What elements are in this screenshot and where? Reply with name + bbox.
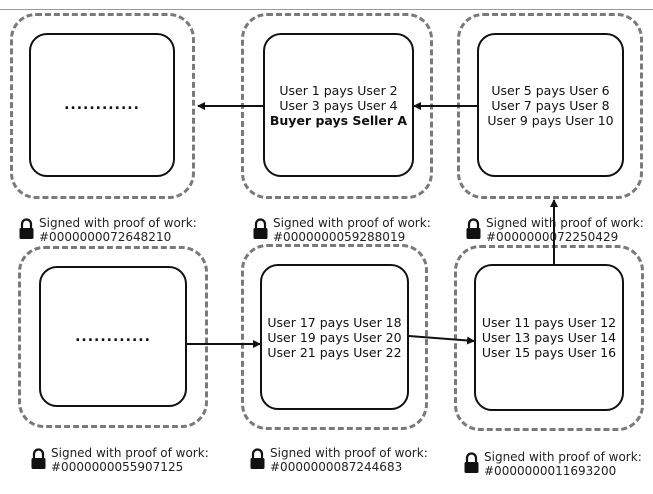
signature-5-label: Signed with proof of work: (270, 446, 428, 460)
padlock-icon (31, 448, 46, 469)
signature-1-label: Signed with proof of work: (39, 216, 197, 230)
block-4-ellipsis: ............ (75, 328, 151, 345)
block-frame-4 (18, 246, 208, 428)
padlock-icon (253, 218, 268, 239)
block-4: ............ (39, 266, 187, 407)
signature-3-label: Signed with proof of work: (486, 216, 644, 230)
block-5-line-1: User 17 pays User 18 (267, 314, 402, 330)
block-2-line-1: User 1 pays User 2 (279, 82, 398, 98)
block-2: User 1 pays User 2 User 3 pays User 4 Bu… (263, 33, 414, 177)
block-6-line-1: User 11 pays User 12 (481, 315, 617, 330)
block-6: User 11 pays User 12 User 13 pays User 1… (474, 264, 624, 411)
block-frame-1 (10, 13, 195, 199)
signature-6-label: Signed with proof of work: (484, 450, 642, 464)
signature-5-hash: #0000000087244683 (270, 460, 403, 474)
signature-6-hash: #0000000011693200 (484, 464, 617, 478)
block-6-line-2: User 13 pays User 14 (481, 330, 617, 345)
block-5-line-3: User 21 pays User 22 (267, 344, 402, 360)
block-3-line-1: User 5 pays User 6 (491, 82, 610, 98)
signature-4-label: Signed with proof of work: (51, 446, 209, 460)
block-3-line-3: User 9 pays User 10 (487, 112, 614, 128)
signature-1-hash: #0000000072648210 (39, 230, 172, 244)
signature-2-hash: #0000000059288019 (273, 230, 406, 244)
signature-2-label: Signed with proof of work: (273, 216, 431, 230)
padlock-icon (19, 218, 34, 239)
block-5: User 17 pays User 18 User 19 pays User 2… (260, 264, 409, 410)
padlock-icon (464, 452, 479, 473)
top-divider-line (0, 9, 653, 10)
block-3: User 5 pays User 6 User 7 pays User 8 Us… (477, 33, 624, 177)
padlock-icon (466, 218, 481, 239)
signature-3-hash: #0000000072250429 (486, 230, 619, 244)
block-1-ellipsis: ............ (64, 97, 140, 113)
block-1: ............ (29, 33, 175, 177)
block-6-line-3: User 15 pays User 16 (481, 345, 617, 360)
signature-4-hash: #0000000055907125 (51, 460, 184, 474)
padlock-icon (250, 448, 265, 469)
block-2-line-2: User 3 pays User 4 (279, 97, 398, 113)
block-2-line-3: Buyer pays Seller A (269, 112, 408, 128)
block-3-line-2: User 7 pays User 8 (491, 97, 610, 113)
block-5-line-2: User 19 pays User 20 (267, 329, 402, 345)
